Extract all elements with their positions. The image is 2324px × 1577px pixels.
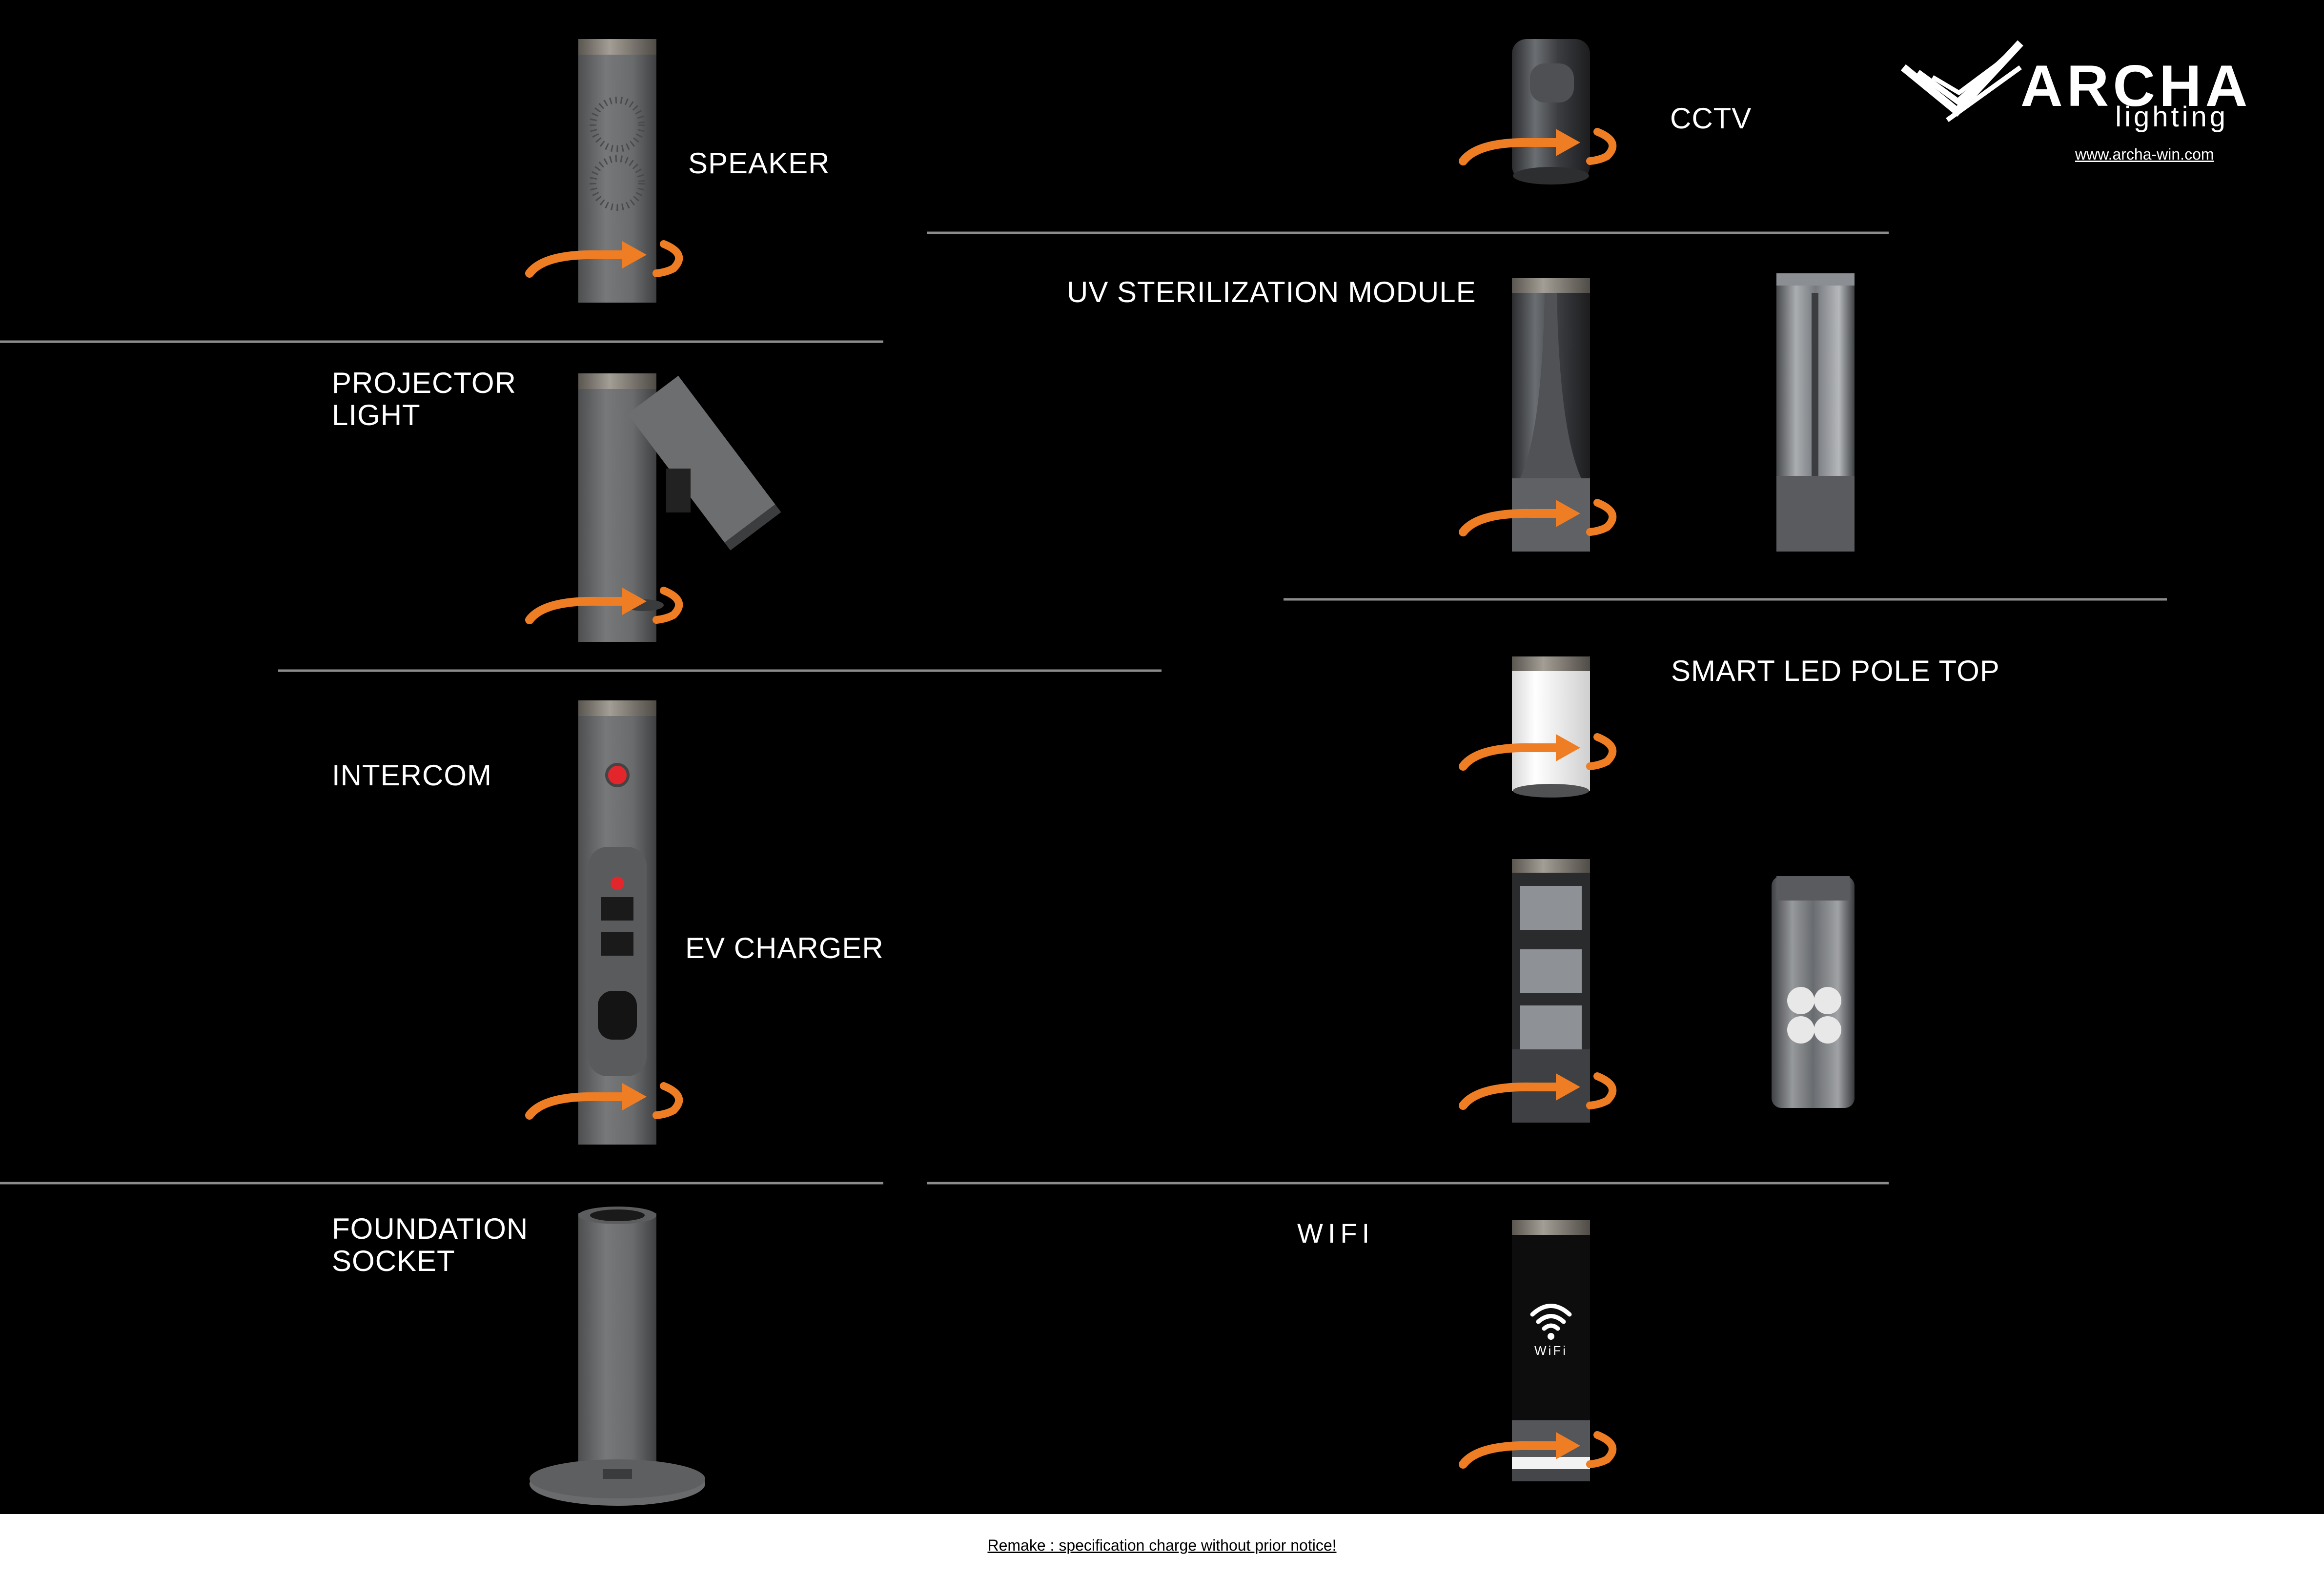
wifi-icon [1530, 1304, 1572, 1331]
wifi-label: WIFI [1297, 1218, 1375, 1249]
brand-tagline: lighting [2115, 101, 2228, 133]
website-link[interactable]: www.archa-win.com [2075, 145, 2214, 163]
foundation-label-line1: FOUNDATION [332, 1212, 529, 1245]
section-dividers [0, 231, 2167, 1185]
projector-label-line1: PROJECTOR [332, 367, 516, 399]
projector-module-illustration [530, 373, 781, 642]
emergency-button-icon [605, 763, 630, 787]
cctv-module-illustration [1463, 39, 1612, 184]
intercom-label: INTERCOM [332, 759, 492, 792]
archa-lighting-logo: ARCHA lighting [1898, 34, 2247, 146]
speaker-module-illustration [530, 39, 679, 303]
foundation-label-line2: SOCKET [332, 1245, 455, 1277]
cctv-label: CCTV [1670, 102, 1752, 135]
smart-led-pole-top-label: SMART LED POLE TOP [1671, 655, 2000, 687]
projector-label-line2: LIGHT [332, 399, 421, 431]
footer-bar: Remake : specification charge without pr… [0, 1514, 2324, 1577]
speaker-grille-icon [590, 97, 645, 211]
wifi-module-illustration [1463, 1220, 1612, 1481]
footer-remark: Remake : specification charge without pr… [987, 1536, 1337, 1554]
speaker-label: SPEAKER [688, 147, 830, 180]
projector-light-label: PROJECTOR LIGHT [332, 367, 516, 431]
uv-module-illustration [1463, 273, 1855, 552]
foundation-socket-label: FOUNDATION SOCKET [332, 1213, 528, 1277]
intercom-ev-module-illustration [530, 700, 679, 1145]
archa-wing-icon [1900, 40, 2023, 123]
brand-name: ARCHA [2020, 53, 2252, 119]
ev-charger-label: EV CHARGER [685, 932, 884, 964]
smart-led-module-illustration [1463, 656, 1855, 1123]
uv-sterilization-label: UV STERILIZATION MODULE [1067, 276, 1476, 308]
wifi-panel-text: WiFi [1534, 1343, 1568, 1358]
foundation-module-illustration [530, 1207, 705, 1506]
charging-socket-icon [598, 991, 637, 1040]
